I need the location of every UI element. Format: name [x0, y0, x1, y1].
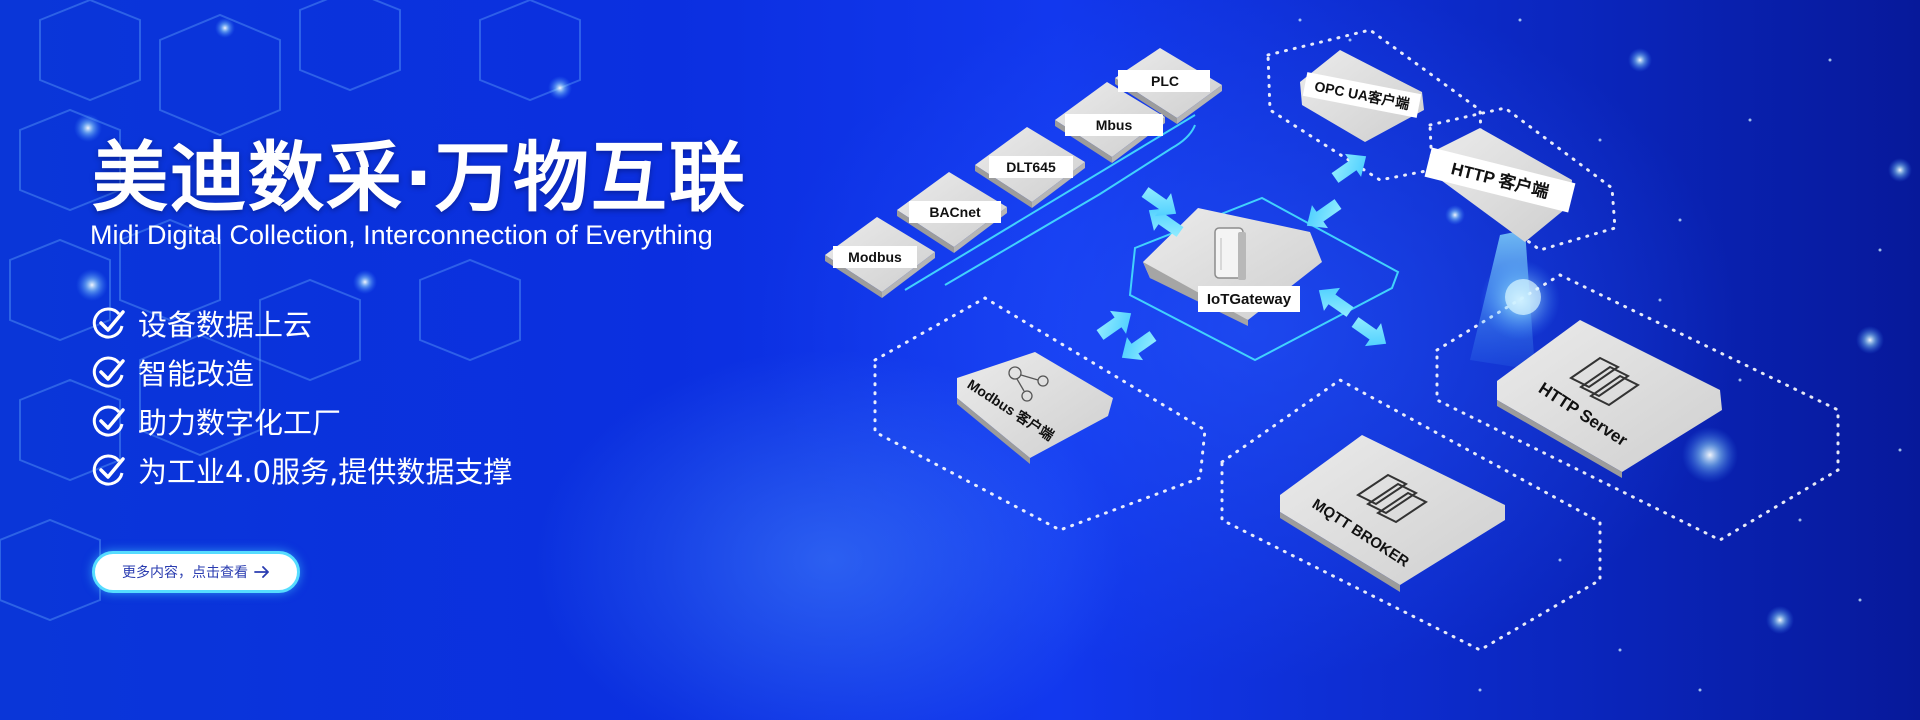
check-circle-icon: [92, 454, 125, 486]
http-client-tile: HTTP 客户端: [1424, 128, 1576, 242]
protocol-label: PLC: [1151, 73, 1179, 89]
feature-item: 为工业4.0服务,提供数据支撑: [92, 445, 512, 494]
arrow-icon: [1096, 310, 1132, 340]
protocol-label: BACnet: [929, 204, 981, 220]
mqtt-broker-tile: MQTT BROKER: [1280, 435, 1505, 592]
arrow-icon: [1318, 287, 1354, 317]
http-client-zone: [1428, 106, 1617, 252]
server-rack-icon: [1356, 473, 1428, 524]
gateway-ring: [1128, 196, 1400, 362]
arrow-icon: [1141, 187, 1177, 217]
iot-gateway-tile: IoTGateway: [1143, 208, 1322, 326]
mqtt-zone: [1220, 378, 1602, 652]
more-content-label: 更多内容，点击查看: [122, 565, 248, 581]
arrow-icon: [1351, 317, 1387, 347]
arrow-icon: [1331, 153, 1367, 183]
http-server-zone: [1435, 273, 1840, 542]
modbus-client-zone: [873, 296, 1207, 532]
check-circle-icon: [92, 356, 125, 388]
modbus-network-icon: [1008, 366, 1049, 402]
protocol-tile-bacnet: BACnet: [897, 172, 1007, 253]
protocol-tile-modbus: Modbus: [825, 217, 935, 298]
beam-glow: [1505, 279, 1541, 315]
protocol-tile-plc: PLC: [1115, 48, 1222, 124]
server-rack-icon: [1569, 356, 1640, 407]
feature-item: 智能改造: [92, 347, 512, 396]
feature-text: 助力数字化工厂: [138, 405, 342, 440]
feature-item: 设备数据上云: [92, 298, 512, 347]
arrow-right-icon: [254, 566, 269, 578]
protocol-bus-line-2: [944, 124, 1196, 286]
feature-list: 设备数据上云 智能改造 助力数字化工厂 为工业4.0服务,提供数据支撑: [92, 298, 512, 494]
protocol-tile-mbus: Mbus: [1055, 82, 1165, 163]
check-circle-icon: [92, 307, 125, 339]
protocol-label: Modbus: [848, 249, 902, 265]
arrow-icon: [1121, 331, 1157, 361]
check-circle-icon: [92, 405, 125, 437]
opc-ua-client-tile: OPC UA客户端: [1300, 50, 1424, 142]
protocol-tile-dlt645: DLT645: [975, 127, 1085, 208]
feature-item: 助力数字化工厂: [92, 396, 512, 445]
more-content-button[interactable]: 更多内容，点击查看: [92, 551, 300, 593]
feature-text: 智能改造: [138, 356, 255, 391]
gateway-label: IoTGateway: [1207, 291, 1292, 308]
modbus-client-tile: Modbus 客户端: [957, 352, 1113, 464]
protocol-label: Mbus: [1096, 117, 1133, 133]
protocol-label: DLT645: [1006, 159, 1056, 175]
protocol-bus-line: [904, 114, 1196, 291]
feature-text: 设备数据上云: [138, 307, 313, 342]
feature-text: 为工业4.0服务,提供数据支撑: [138, 454, 513, 489]
light-beam: [1470, 230, 1535, 370]
gateway-device-icon: [1214, 227, 1246, 280]
arrow-icon: [1306, 199, 1342, 229]
hero-subtitle: Midi Digital Collection, Interconnection…: [90, 220, 713, 250]
hero-title: 美迪数采·万物互联: [92, 133, 747, 222]
